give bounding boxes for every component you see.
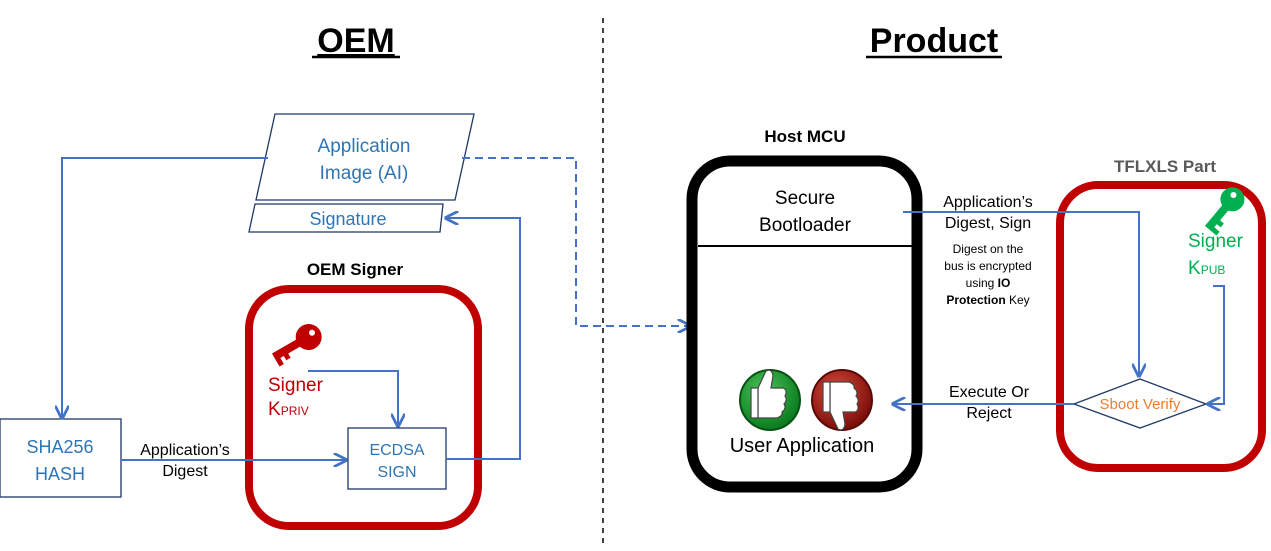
sboot-verify-label: Sboot Verify bbox=[1100, 396, 1181, 413]
part-key-subscript: PUB bbox=[1201, 263, 1226, 277]
ecdsa-line-1: ECDSA bbox=[369, 442, 424, 459]
signature-shape bbox=[248, 203, 444, 233]
part-key-label: KPUB bbox=[1188, 258, 1225, 279]
oem-signer-title: OEM Signer bbox=[307, 260, 404, 279]
hash-line-1: SHA256 bbox=[26, 437, 93, 457]
heading-oem: OEM bbox=[317, 22, 394, 60]
sboot-verify-diamond bbox=[1072, 378, 1208, 429]
bootloader-line-1: Secure bbox=[775, 188, 835, 209]
note-line-2: bus is encrypted bbox=[944, 259, 1031, 273]
thumbs-down-icon bbox=[811, 369, 873, 431]
note-line-1: Digest on the bbox=[953, 242, 1024, 256]
oem-digest-line-2: Digest bbox=[162, 463, 208, 480]
note-line-3: using IO bbox=[966, 276, 1011, 290]
arrow-key-to-verify bbox=[1208, 285, 1225, 404]
heading-product: Product bbox=[870, 22, 998, 60]
thumbs-up-icon bbox=[739, 369, 801, 431]
part-signer-label: Signer bbox=[1188, 231, 1244, 252]
product-digest-line-1: Application’s bbox=[943, 194, 1033, 211]
ecdsa-line-2: SIGN bbox=[377, 464, 416, 481]
app-image-line-2: Image (AI) bbox=[320, 163, 409, 184]
bootloader-line-2: Bootloader bbox=[759, 215, 852, 236]
arrow-ecdsa-to-signature bbox=[446, 218, 521, 460]
note-line-4: Protection Key bbox=[946, 293, 1029, 307]
product-digest-line-2: Digest, Sign bbox=[945, 215, 1031, 232]
arrow-key-to-ecdsa bbox=[308, 370, 398, 426]
execute-line-1: Execute Or bbox=[949, 384, 1030, 401]
app-image-shape bbox=[255, 113, 475, 201]
host-mcu-box bbox=[686, 155, 923, 493]
host-mcu-title: Host MCU bbox=[764, 127, 845, 146]
sha256-hash-box bbox=[0, 418, 122, 498]
oem-digest-line-1: Application’s bbox=[140, 442, 230, 459]
arrow-bootloader-to-verify bbox=[903, 211, 1139, 376]
signature-label: Signature bbox=[309, 209, 386, 229]
oem-signer-label: Signer bbox=[268, 375, 324, 396]
user-application-label: User Application bbox=[730, 435, 875, 457]
arrow-image-to-hash bbox=[62, 157, 268, 418]
tflxls-part-title: TFLXLS Part bbox=[1114, 157, 1216, 176]
arrow-image-to-mcu bbox=[462, 157, 690, 326]
oem-key-subscript: PRIV bbox=[281, 404, 309, 418]
oem-signer-box bbox=[245, 285, 482, 530]
execute-line-2: Reject bbox=[966, 405, 1012, 422]
red-key-icon bbox=[272, 324, 322, 367]
app-image-line-1: Application bbox=[318, 136, 411, 157]
hash-line-2: HASH bbox=[35, 464, 85, 484]
ecdsa-sign-box bbox=[347, 427, 447, 490]
oem-key-label: KPRIV bbox=[268, 399, 309, 420]
tflxls-part-box bbox=[1056, 181, 1266, 472]
green-key-icon bbox=[1204, 187, 1245, 236]
